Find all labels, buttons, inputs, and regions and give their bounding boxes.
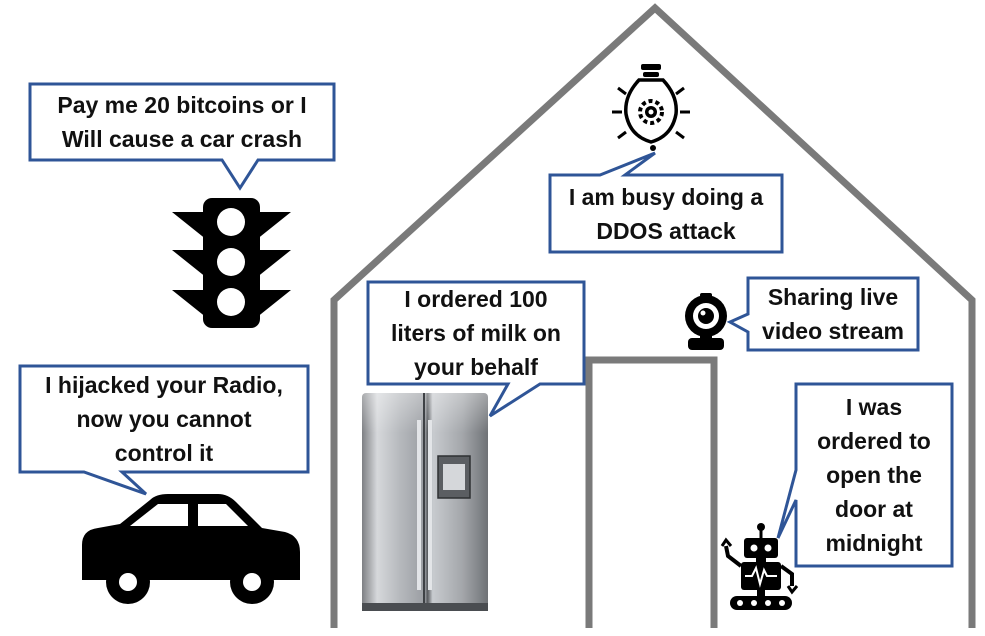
bulb-bubble-text: I am busy doing a DDOS attack (568, 183, 764, 244)
house-outline (330, 3, 976, 628)
robot-icon (720, 523, 799, 610)
camera-bubble (726, 276, 920, 352)
smart-bulb-icon (612, 64, 690, 151)
traffic-bubble (28, 82, 336, 191)
webcam-icon (685, 293, 727, 350)
robot-bubble (776, 382, 954, 568)
traffic-bubble-text: Pay me 20 bitcoins or I Will cause a car… (57, 92, 307, 152)
house-door (585, 356, 718, 628)
camera-bubble-text: Sharing live video stream (762, 284, 904, 344)
refrigerator-icon (362, 393, 488, 611)
fridge-bubble-text: I ordered 100 liters of milk on your beh… (391, 286, 561, 380)
traffic-light-icon (172, 198, 291, 328)
bulb-bubble (548, 151, 784, 254)
robot-bubble-text: I was ordered to open the door at midnig… (817, 394, 931, 556)
car-icon (82, 494, 300, 604)
radio-bubble (18, 364, 310, 496)
fridge-bubble (366, 280, 586, 418)
radio-bubble-text: I hijacked your Radio, now you cannot co… (45, 372, 283, 466)
